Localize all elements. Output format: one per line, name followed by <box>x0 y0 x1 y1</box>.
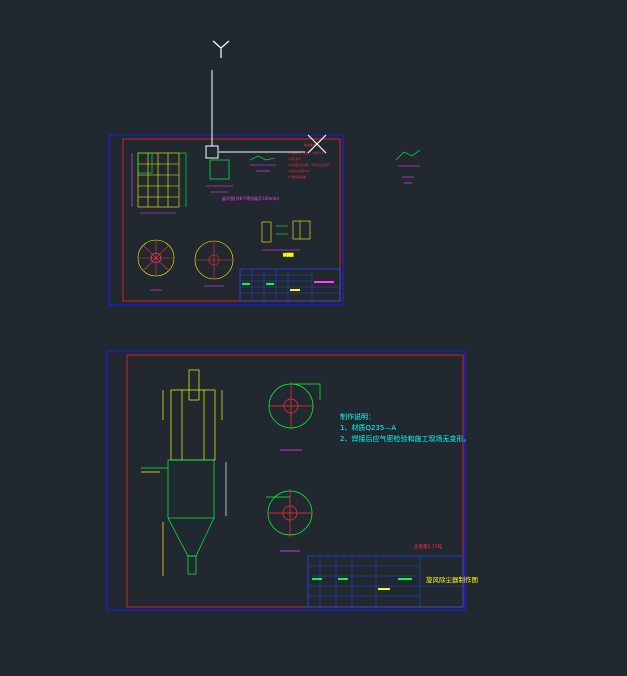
svg-text:1.焊缝均匀、连续，无夹渣气孔: 1.焊缝均匀、连续，无夹渣气孔 <box>288 151 325 155</box>
bracket-part-view <box>249 155 276 172</box>
cyclone-elevation-view <box>141 369 227 576</box>
section-caption: 剖视图 <box>283 252 294 257</box>
drawing-sheet-2[interactable]: 制作说明： 1、材质Q235—A 2、焊接后应气密检验和施工现场无变形。 总重量… <box>106 350 478 611</box>
svg-text:2.焊后清渣: 2.焊后清渣 <box>288 157 301 161</box>
svg-text:制作说明：: 制作说明： <box>340 412 375 421</box>
ucs-x-axis-icon <box>307 134 327 154</box>
svg-text:1、材质Q235—A: 1、材质Q235—A <box>340 423 396 432</box>
drawing-title: 旋风除尘器制作图 <box>426 575 478 584</box>
sheet1-outer-frame <box>108 134 344 306</box>
sheet1-title-block <box>239 268 341 302</box>
pickbox <box>205 145 219 159</box>
svg-text:3.内表面光滑平整，不得有凸起毛刺: 3.内表面光滑平整，不得有凸起毛刺 <box>288 163 330 167</box>
sheet2-outer-frame <box>106 350 466 611</box>
sheet2-inner-frame <box>126 354 464 608</box>
square-part-view: 展开图(共8个等份展开160mm) <box>206 159 280 201</box>
weight-note: 总重量1.77吨 <box>414 543 443 550</box>
sheet1-inner-frame <box>122 138 341 302</box>
flange-view-left <box>137 239 175 291</box>
inlet-part-views: 剖视图 <box>261 220 311 257</box>
sheet2-notes: 制作说明： 1、材质Q235—A 2、焊接后应气密检验和施工现场无变形。 总重量… <box>340 412 470 550</box>
view-caption: 展开图(共8个等份展开160mm) <box>222 195 280 201</box>
svg-text:5.涂防锈漆两遍: 5.涂防锈漆两遍 <box>288 175 306 179</box>
svg-text:2、焊接后应气密检验和施工现场无变形。: 2、焊接后应气密检验和施工现场无变形。 <box>340 434 470 443</box>
drawing-sheet-1[interactable]: 展开图(共8个等份展开160mm) 技术要求 1.焊缝均匀、连续，无夹渣气孔 2… <box>108 134 344 306</box>
crosshair-cursor[interactable] <box>205 40 327 159</box>
expanded-view-grid <box>131 152 187 214</box>
flange-view-right <box>194 240 234 287</box>
cyclone-plan-view-bottom <box>266 489 313 552</box>
sheet2-title-block: 旋风除尘器制作图 <box>307 555 478 608</box>
ucs-y-axis-icon <box>212 40 230 58</box>
sheet1-notes: 技术要求 1.焊缝均匀、连续，无夹渣气孔 2.焊后清渣 3.内表面光滑平整，不得… <box>288 142 330 179</box>
svg-text:技术要求: 技术要求 <box>304 142 316 147</box>
floating-detail-view <box>395 149 421 184</box>
svg-text:4.未注公差按IT14: 4.未注公差按IT14 <box>288 169 309 173</box>
cyclone-plan-view-top <box>268 382 321 451</box>
